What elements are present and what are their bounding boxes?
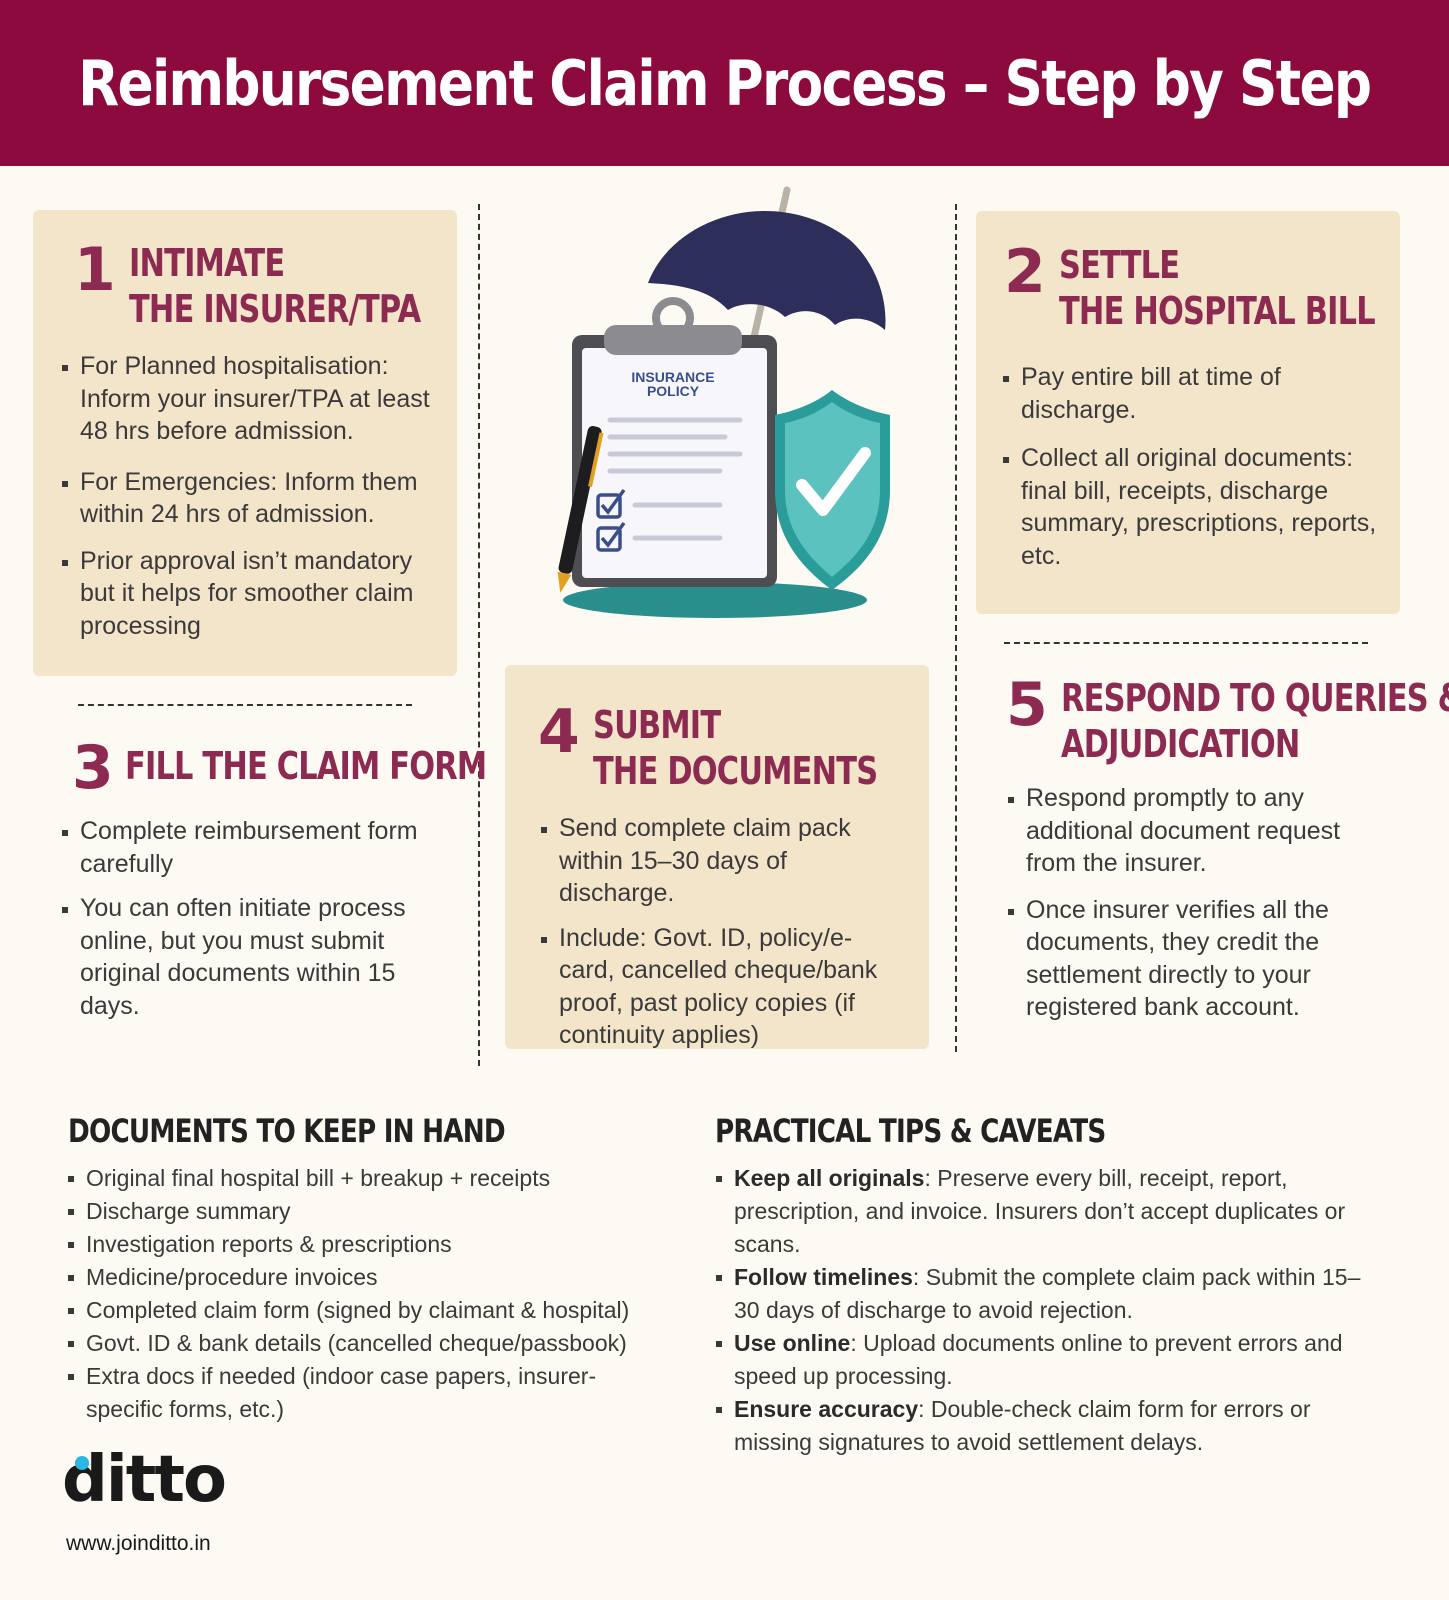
step-5-number: 5 [1006, 670, 1048, 740]
step-1-number: 1 [74, 235, 116, 305]
step-3-title: FILL THE CLAIM FORM [125, 743, 487, 789]
ditto-logo: ditto [62, 1443, 227, 1517]
step-4-title-line-2: THE DOCUMENTS [593, 749, 878, 793]
tips-item-key: Ensure accuracy [734, 1396, 919, 1422]
step-2-number: 2 [1004, 237, 1046, 307]
step-4-title-line-1: SUBMIT [593, 703, 721, 747]
documents-item: Medicine/procedure invoices [68, 1261, 658, 1294]
tips-item: Keep all originals: Preserve every bill,… [716, 1162, 1376, 1261]
clipboard-clip [604, 325, 742, 355]
policy-text-lines [607, 417, 743, 541]
step-5-title-line-2: ADJUDICATION [1061, 722, 1300, 766]
tips-item-key: Keep all originals [734, 1165, 925, 1191]
step-1-title: INTIMATE THE INSURER/TPA [129, 240, 421, 332]
illustration-shadow [563, 582, 867, 618]
step-4-bullet: Send complete claim pack within 15–30 da… [541, 812, 901, 910]
step-3-bullets: Complete reimbursement form carefully Yo… [62, 815, 447, 1022]
step-1-bullets: For Planned hospitalisation: Inform your… [62, 350, 432, 642]
policy-label-line-1: INSURANCE [631, 369, 714, 385]
documents-item: Discharge summary [68, 1195, 658, 1228]
step-1-title-line-1: INTIMATE [129, 241, 285, 285]
horizontal-divider-right [1004, 642, 1368, 644]
page-title: Reimbursement Claim Process – Step by St… [78, 46, 1372, 120]
step-1-bullet: For Emergencies: Inform them within 24 h… [62, 466, 432, 531]
step-3-bullet: Complete reimbursement form carefully [62, 815, 447, 880]
step-5-title-line-1: RESPOND TO QUERIES & [1061, 676, 1449, 720]
step-1-bullet: Prior approval isn’t mandatory but it he… [62, 545, 432, 643]
step-3-bullet: You can often initiate process online, b… [62, 892, 447, 1022]
clipboard-clip-ring [652, 297, 694, 339]
tips-title: PRACTICAL TIPS & CAVEATS [715, 1112, 1106, 1150]
step-4-number: 4 [538, 697, 580, 767]
checkbox-icon [596, 488, 626, 552]
step-2-title-line-2: THE HOSPITAL BILL [1059, 289, 1376, 333]
step-2-card [976, 211, 1400, 614]
documents-list: Original final hospital bill + breakup +… [68, 1162, 658, 1426]
documents-title: DOCUMENTS TO KEEP IN HAND [68, 1112, 506, 1150]
checkmark-icon [796, 447, 871, 516]
tips-item-text: : Submit the complete claim pack within … [734, 1264, 1361, 1323]
tips-item-text: : Upload documents online to prevent err… [734, 1330, 1343, 1389]
documents-item: Govt. ID & bank details (cancelled chequ… [68, 1327, 658, 1360]
step-5-title: RESPOND TO QUERIES & ADJUDICATION [1061, 675, 1449, 767]
step-5-bullet: Once insurer verifies all the documents,… [1008, 894, 1368, 1024]
clipboard-paper [582, 348, 767, 578]
pen-icon [557, 426, 604, 593]
insurance-policy-illustration: INSURANCE POLICY [557, 186, 890, 618]
documents-item: Extra docs if needed (indoor case papers… [68, 1360, 658, 1426]
tips-list: Keep all originals: Preserve every bill,… [716, 1162, 1376, 1459]
horizontal-divider-left [78, 704, 412, 706]
step-3-title-line-1: FILL THE CLAIM FORM [125, 744, 487, 788]
step-4-bullets: Send complete claim pack within 15–30 da… [541, 812, 901, 1052]
step-2-bullet: Pay entire bill at time of discharge. [1003, 361, 1388, 426]
step-4-title: SUBMIT THE DOCUMENTS [593, 702, 878, 794]
documents-item: Investigation reports & prescriptions [68, 1228, 658, 1261]
step-4-bullet: Include: Govt. ID, policy/e-card, cancel… [541, 922, 901, 1052]
policy-label-line-2: POLICY [647, 383, 700, 399]
step-2-bullet: Collect all original documents: final bi… [1003, 442, 1388, 572]
tips-item-text: : Preserve every bill, receipt, report, … [734, 1165, 1346, 1257]
website-url: www.joinditto.in [66, 1532, 211, 1555]
step-2-title: SETTLE THE HOSPITAL BILL [1059, 242, 1376, 334]
step-2-bullets: Pay entire bill at time of discharge. Co… [1003, 361, 1388, 572]
umbrella-icon [648, 210, 886, 330]
step-1-card [33, 210, 457, 676]
step-1-bullet: For Planned hospitalisation: Inform your… [62, 350, 432, 448]
header-banner: Reimbursement Claim Process – Step by St… [0, 0, 1449, 166]
tips-item-key: Follow timelines [734, 1264, 913, 1290]
logo-dot-icon [75, 1456, 89, 1470]
documents-item: Completed claim form (signed by claimant… [68, 1294, 658, 1327]
vertical-divider-left [478, 204, 480, 1066]
step-3-number: 3 [72, 733, 114, 803]
tips-item-key: Use online [734, 1330, 851, 1356]
tips-item: Ensure accuracy: Double-check claim form… [716, 1393, 1376, 1459]
vertical-divider-right [955, 204, 957, 1052]
tips-item-text: : Double-check claim form for errors or … [734, 1396, 1311, 1455]
tips-item: Use online: Upload documents online to p… [716, 1327, 1376, 1393]
step-2-title-line-1: SETTLE [1059, 243, 1180, 287]
step-5-bullet: Respond promptly to any additional docum… [1008, 782, 1368, 880]
step-5-bullets: Respond promptly to any additional docum… [1008, 782, 1368, 1024]
documents-item: Original final hospital bill + breakup +… [68, 1162, 658, 1195]
tips-item: Follow timelines: Submit the complete cl… [716, 1261, 1376, 1327]
step-4-card [505, 665, 929, 1049]
step-1-title-line-2: THE INSURER/TPA [129, 287, 421, 331]
